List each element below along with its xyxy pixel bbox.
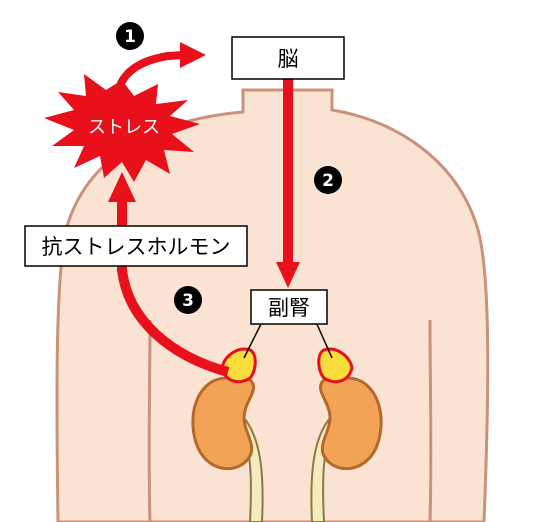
- step-3-marker: 3: [174, 286, 202, 314]
- adrenal-label-box: [250, 289, 328, 325]
- brain-label-box: [231, 36, 345, 80]
- right-arm-line: [428, 319, 433, 522]
- adrenal-pointer-left: [243, 321, 263, 359]
- adrenal-pointer-right: [315, 321, 333, 359]
- left-kidney: [191, 374, 255, 471]
- left-kidney-group: [191, 347, 264, 522]
- stress-burst: [44, 74, 200, 182]
- right-kidney-group: [310, 347, 383, 522]
- hormone-label-box: [24, 225, 248, 267]
- step-2-marker: 2: [314, 166, 342, 194]
- left-adrenal: [220, 347, 257, 384]
- svg-text:3: 3: [182, 291, 194, 311]
- stress-label: ストレス: [88, 117, 160, 138]
- adrenal-label: 副腎: [268, 296, 310, 320]
- arrow-brain-to-adrenal: [276, 78, 300, 288]
- left-arm-line: [147, 319, 152, 522]
- right-adrenal: [317, 347, 354, 384]
- svg-text:1: 1: [124, 27, 136, 47]
- arrow-hormone-to-stress: [108, 172, 230, 377]
- svg-text:2: 2: [322, 171, 334, 191]
- right-kidney: [319, 374, 383, 471]
- brain-label: 脳: [278, 47, 299, 71]
- arrow-stress-to-brain: [114, 42, 206, 112]
- hormone-label: 抗ストレスホルモン: [42, 235, 231, 259]
- step-1-marker: 1: [116, 22, 144, 50]
